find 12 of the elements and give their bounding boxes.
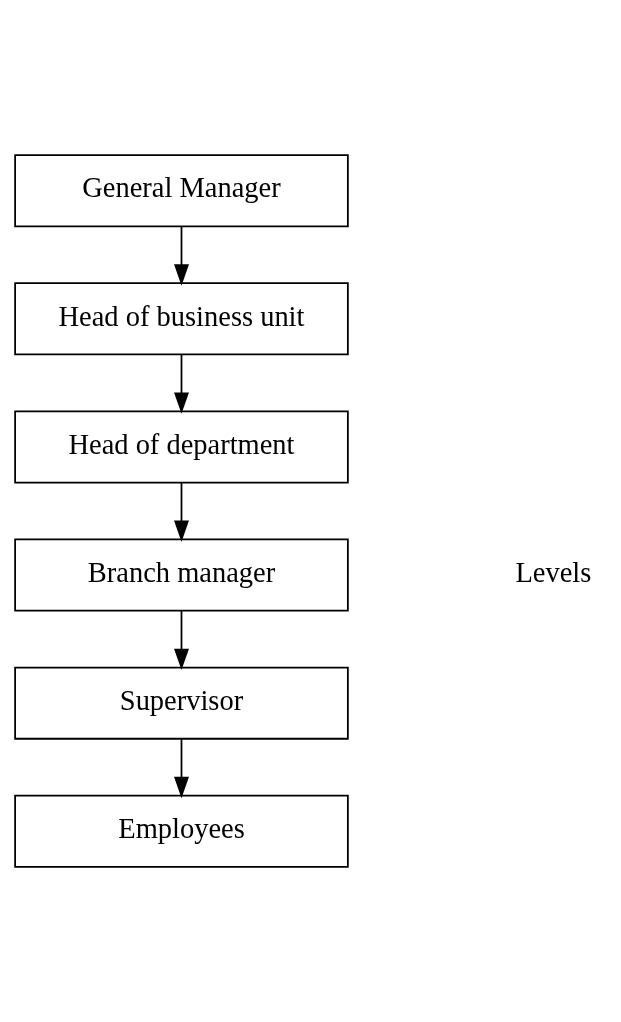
node-box: Branch manager [14,538,349,612]
arrow [174,481,189,542]
arrow [174,738,189,799]
label: Levels [515,556,592,588]
node-box: General Manager [14,154,349,228]
arrow [174,610,189,671]
arrow [174,353,189,414]
node-box: Supervisor [14,666,349,740]
node-box: Employees [14,794,349,868]
node-box: Head of department [14,410,349,484]
node-box: Head of business unit [14,282,349,356]
arrow [174,225,189,286]
